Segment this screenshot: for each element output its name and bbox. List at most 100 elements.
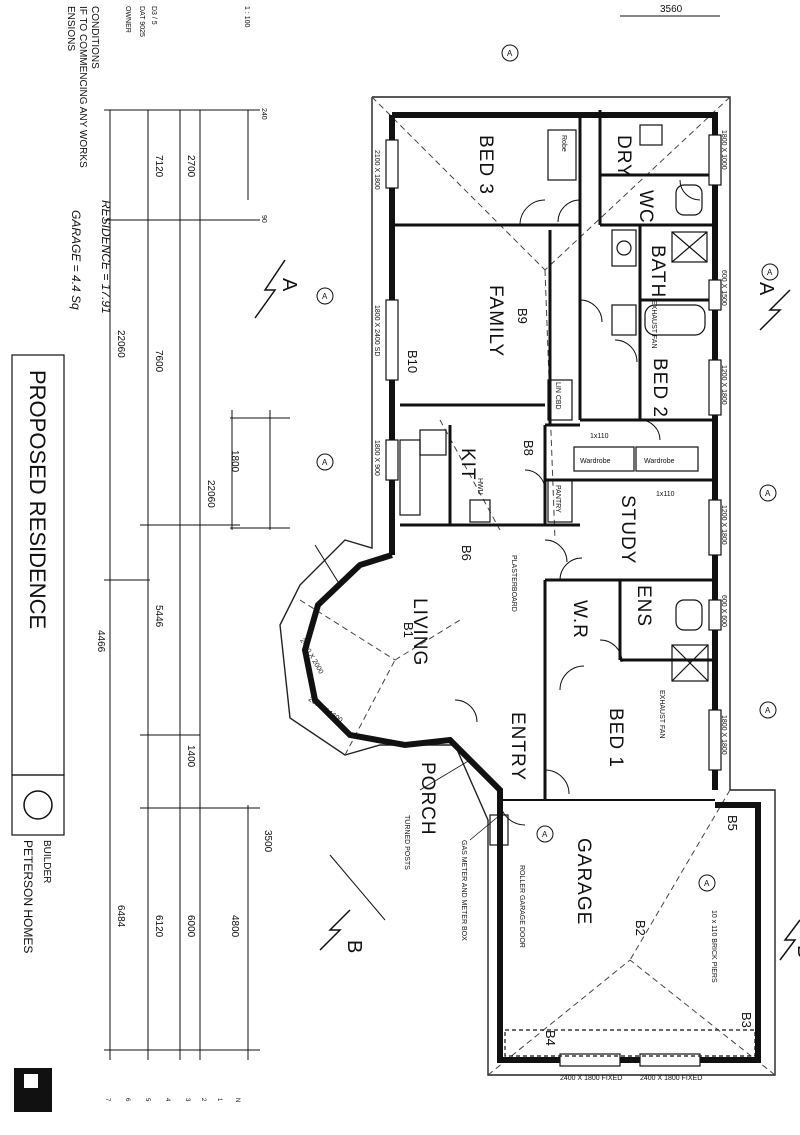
note-plan: DAT 9025 <box>138 6 145 37</box>
svg-text:5: 5 <box>144 1098 150 1102</box>
dim-90: 90 <box>260 215 267 223</box>
roof-eave-outline <box>279 96 776 1076</box>
window-label-bed1: 1800 X 1800 <box>720 715 727 755</box>
svg-text:2: 2 <box>200 1098 206 1102</box>
room-bath: BATH <box>647 245 668 298</box>
grid-label-8: A <box>542 830 548 839</box>
room-porch: PORCH <box>417 762 438 836</box>
exhaust-fan2-label: EXHAUST FAN <box>658 690 665 739</box>
beam-b6: B6 <box>459 545 474 561</box>
section-a-right: A <box>755 282 777 296</box>
window-label-ens: 600 X 600 <box>720 595 727 627</box>
grid-bubble-labels: A A A A A A A A <box>322 49 773 888</box>
svg-text:1: 1 <box>216 1098 222 1102</box>
grid-label-5: A <box>765 489 771 498</box>
grid-label-1: A <box>507 49 513 58</box>
room-dry: DRY <box>613 135 634 178</box>
room-living: LIVING <box>409 598 430 666</box>
internal-walls <box>392 110 715 800</box>
dim-1400: 1400 <box>185 745 196 768</box>
svg-text:4: 4 <box>164 1098 170 1102</box>
room-labels: BED 3 FAMILY KIT LIVING BATH DRY WC BED … <box>409 135 670 925</box>
dim-1800: 1800 <box>229 450 240 473</box>
shelf2-label: 1x110 <box>656 491 675 498</box>
window-label-living2: 2100 X 1600 <box>307 696 344 725</box>
note-sheet: D3 / 5 <box>150 6 157 25</box>
general-notes: CONDITIONS IF TO COMMENCING ANY WORKS EN… <box>65 6 250 314</box>
svg-text:6: 6 <box>124 1098 130 1102</box>
svg-text:7: 7 <box>104 1098 110 1102</box>
builder-logo-icon <box>23 790 53 820</box>
room-bed2: BED 2 <box>649 358 670 418</box>
wardrobe2-label: Wardrobe <box>644 458 675 465</box>
area-residence: RESIDENCE = 17.91 <box>99 200 113 314</box>
window-label-bed3: 2100 X 1800 <box>373 150 380 190</box>
grid-label-3: A <box>322 458 328 467</box>
section-marks: A A B B <box>254 259 800 961</box>
window-label-kit: 1800 X 900 <box>373 440 380 476</box>
grid-bubbles <box>316 44 779 892</box>
dim-3560: 3560 <box>660 4 683 15</box>
window-label-family: 1800 X 2400 SD <box>373 305 380 356</box>
beam-b4: B4 <box>543 1030 558 1046</box>
svg-text:N: N <box>234 1098 240 1102</box>
note-hwu: HWU <box>476 478 483 495</box>
shelf1-label: 1x110 <box>590 433 609 440</box>
room-wr: W.R <box>569 600 590 639</box>
dim-2700: 2700 <box>185 155 196 178</box>
beam-b1: B1 <box>401 622 416 638</box>
window-label-bed2: 1200 X 1800 <box>720 365 727 405</box>
note-line2: ENSIONS <box>65 6 76 51</box>
beam-b3: B3 <box>739 1012 754 1028</box>
dim-3500: 3500 <box>262 830 273 853</box>
room-entry: ENTRY <box>507 712 528 781</box>
builder-label: BUILDER <box>41 840 52 883</box>
dim-5446: 5446 <box>153 605 164 628</box>
window-label-study: 1200 X 1800 <box>720 505 727 545</box>
dim-4800: 4800 <box>229 915 240 938</box>
dim-240: 240 <box>260 108 267 120</box>
fixtures: Robe Wardrobe Wardrobe 1x110 1x110 PANTR… <box>399 124 756 1057</box>
note-line1: IF TO COMMENCING ANY WORKS <box>77 6 88 168</box>
dim-6484: 6484 <box>115 905 126 928</box>
exhaust-fan1-label: EXHAUST FAN <box>650 300 657 349</box>
room-ens: ENS <box>633 585 654 627</box>
room-kit: KIT <box>457 448 478 481</box>
wardrobe1-label: Wardrobe <box>580 458 611 465</box>
dim-6120: 6120 <box>153 915 164 938</box>
grid-label-4: A <box>767 268 773 277</box>
beam-b10: B10 <box>405 350 420 373</box>
note-scale: 1 : 100 <box>243 6 250 28</box>
robe-label: Robe <box>560 135 567 152</box>
room-family: FAMILY <box>485 285 506 357</box>
note-gas-meter: GAS METER AND METER BOX <box>460 840 467 941</box>
room-study: STUDY <box>617 495 638 564</box>
beam-b5: B5 <box>725 815 740 831</box>
beam-b9: B9 <box>515 308 530 324</box>
note-conditions: CONDITIONS <box>89 6 100 69</box>
dim-4466: 4466 <box>95 630 106 653</box>
dim-6000: 6000 <box>185 915 196 938</box>
pantry-label: PANTRY <box>554 485 561 513</box>
room-garage: GARAGE <box>573 838 594 925</box>
section-b-left: B <box>343 940 365 953</box>
beam-b8: B8 <box>521 440 536 456</box>
window-label-garage2: 2400 X 1800 FIXED <box>640 1075 702 1082</box>
grid-label-6: A <box>765 706 771 715</box>
section-a-left: A <box>278 278 300 292</box>
grid-label-7: A <box>704 879 710 888</box>
section-b-right: B <box>793 945 800 958</box>
drawing-title: PROPOSED RESIDENCE <box>25 370 50 629</box>
linen-label: LIN CBD <box>554 382 561 410</box>
note-plaster: PLASTERBOARD <box>510 555 517 612</box>
beam-b2: B2 <box>633 920 648 936</box>
note-turned-posts: TURNED POSTS <box>403 815 410 870</box>
room-bed3: BED 3 <box>475 135 496 195</box>
svg-text:3: 3 <box>184 1098 190 1102</box>
window-label-bath: 600 X 1500 <box>720 270 727 306</box>
room-bed1: BED 1 <box>605 708 626 768</box>
room-wc: WC <box>635 190 656 224</box>
title-block: PROPOSED RESIDENCE BUILDER PETERSON HOME… <box>11 354 65 1112</box>
